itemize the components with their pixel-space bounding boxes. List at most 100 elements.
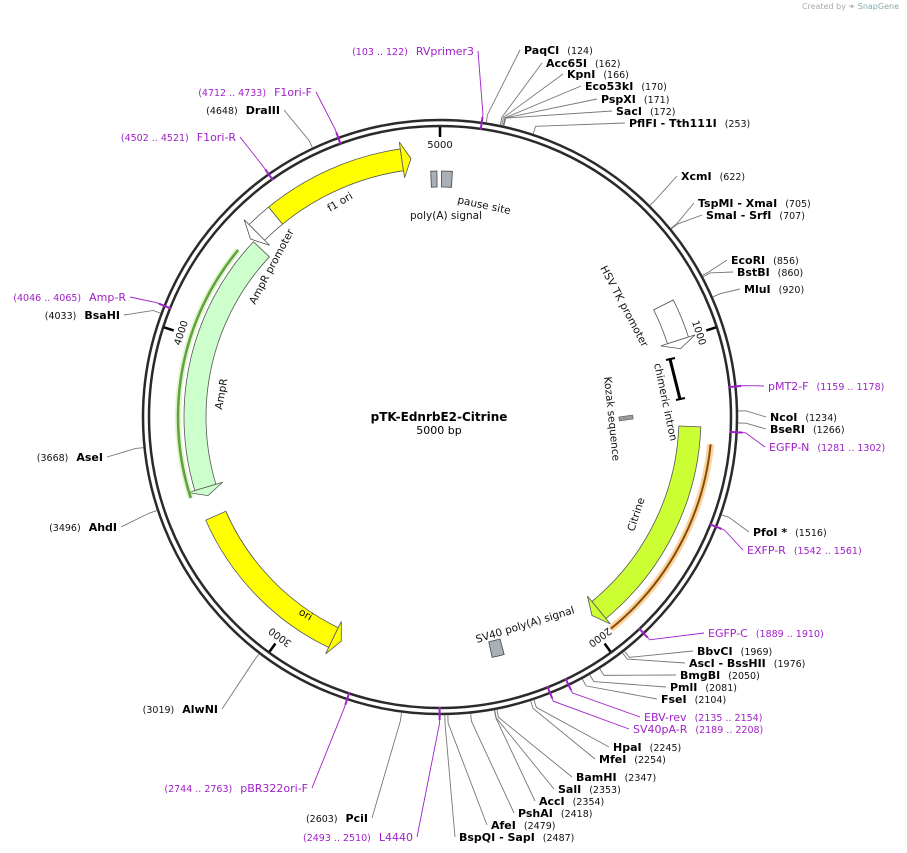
- primer-leader-line: [643, 632, 705, 641]
- enzyme-leader-line: [499, 62, 543, 126]
- enzyme-label: MluI(920): [744, 283, 804, 296]
- primer-label: EBV-rev(2135 .. 2154): [644, 711, 762, 724]
- feature-arrow-head: [325, 621, 342, 655]
- enzyme-leader-line: [533, 699, 610, 748]
- primer-label: (2744 .. 2763)pBR322ori-F: [164, 782, 308, 795]
- feature-label-kozak: Kozak sequence: [601, 376, 622, 462]
- enzyme-leader-line: [670, 202, 695, 229]
- enzyme-position: (171): [644, 95, 670, 106]
- enzyme-label: PfoI *(1516): [753, 526, 827, 539]
- enzyme-name: PspXI: [601, 93, 636, 106]
- enzyme-leader-line: [737, 410, 767, 418]
- feature-arrow-head: [660, 334, 696, 350]
- feature-box: [488, 638, 505, 658]
- site-layer: PaqCI(124)Acc65I(162)KpnI(166)Eco53kI(17…: [13, 44, 885, 844]
- primer-site-mark: [638, 627, 649, 639]
- enzyme-name: PflFI - Tth111I: [629, 117, 717, 130]
- enzyme-name: Acc65I: [546, 57, 587, 70]
- tick-mark: [603, 642, 612, 653]
- primer-position: (4712 .. 4733): [198, 88, 266, 99]
- enzyme-leader-line: [470, 713, 515, 814]
- primer-name: EGFP-N: [769, 441, 809, 454]
- enzyme-leader-line: [670, 214, 703, 230]
- enzyme-leader-line: [599, 668, 677, 676]
- enzyme-leader-line: [120, 510, 158, 528]
- enzyme-name: AlwNI: [182, 703, 218, 716]
- feature-label-polya-signal: poly(A) signal: [410, 210, 482, 222]
- enzyme-label: MfeI(2254): [599, 753, 666, 766]
- primer-label: pMT2-F(1159 .. 1178): [768, 380, 884, 393]
- enzyme-leader-line: [503, 110, 613, 127]
- citrine-orf-line: [610, 444, 712, 630]
- primer-name: pMT2-F: [768, 380, 809, 393]
- enzyme-name: FseI: [661, 693, 687, 706]
- enzyme-label: Acc65I(162): [546, 57, 621, 70]
- enzyme-position: (1976): [774, 659, 806, 670]
- enzyme-position: (2347): [625, 773, 657, 784]
- enzyme-position: (2104): [695, 695, 727, 706]
- enzyme-leader-line: [283, 109, 313, 148]
- enzyme-name: SmaI - SrfI: [706, 209, 771, 222]
- enzyme-name: MluI: [744, 283, 771, 296]
- enzyme-leader-line: [721, 514, 750, 533]
- enzyme-leader-line: [501, 73, 564, 126]
- enzyme-label: FseI (2104): [661, 693, 726, 706]
- primer-position: (1542 .. 1561): [794, 546, 862, 557]
- primer-site-mark: [479, 116, 484, 131]
- primer-name: EXFP-R: [747, 544, 786, 557]
- enzyme-name: HpaI: [613, 741, 642, 754]
- enzyme-position: (1969): [741, 647, 773, 658]
- feature-label-ampr: AmpR: [213, 378, 230, 411]
- enzyme-label: (2603)PciI: [306, 812, 368, 825]
- tick-label: 3000: [267, 625, 294, 649]
- tick-label: 1000: [689, 319, 707, 347]
- feature-arrow-body: [653, 299, 689, 345]
- enzyme-label: BspQI - SapI(2487): [459, 831, 574, 844]
- primer-position: (1889 .. 1910): [756, 629, 824, 640]
- primer-leader-line: [416, 714, 441, 838]
- primer-position: (2493 .. 2510): [303, 833, 371, 844]
- enzyme-name: TspMI - XmaI: [698, 197, 777, 210]
- tick-mark: [268, 642, 277, 653]
- tick-mark: [705, 326, 717, 332]
- enzyme-leader-line: [624, 650, 694, 658]
- primer-leader-line: [315, 91, 339, 138]
- primer-site-mark: [709, 523, 722, 530]
- primer-name: F1ori-R: [197, 131, 237, 144]
- kozak-sequence-mark: [618, 414, 634, 422]
- enzyme-name: BspQI - SapI: [459, 831, 535, 844]
- primer-site-mark: [729, 430, 743, 434]
- enzyme-name: PaqCI: [524, 44, 559, 57]
- enzyme-label: BbvCI(1969): [697, 645, 772, 658]
- enzyme-position: (2081): [705, 683, 737, 694]
- primer-position: (4046 .. 4065): [13, 293, 81, 304]
- primer-name: EBV-rev: [644, 711, 687, 724]
- snapgene-logo-icon: ❧: [848, 2, 856, 11]
- enzyme-leader-line: [444, 714, 456, 838]
- chimeric-intron-cap-bottom: [675, 397, 686, 401]
- enzyme-position: (707): [779, 211, 805, 222]
- enzyme-leader-line: [737, 422, 767, 430]
- primer-site-mark: [564, 678, 572, 691]
- enzyme-label: Eco53kI(170): [585, 80, 667, 93]
- enzyme-leader-line: [581, 678, 658, 700]
- enzyme-position: (2353): [589, 785, 621, 796]
- primer-position: (103 .. 122): [352, 47, 408, 58]
- primer-position: (4502 .. 4521): [121, 133, 189, 144]
- feature-arrow-head: [587, 595, 611, 625]
- enzyme-position: (1234): [805, 413, 837, 424]
- plasmid-size: 5000 bp: [416, 424, 461, 437]
- enzyme-position: (622): [720, 172, 746, 183]
- feature-arrow-body: [183, 241, 270, 492]
- primer-name: Amp-R: [89, 291, 126, 304]
- enzyme-name: SacI: [616, 105, 642, 118]
- enzyme-label: AccI(2354): [539, 795, 604, 808]
- enzyme-position: (3496): [49, 523, 81, 534]
- primer-label: (103 .. 122)RVprimer3: [352, 45, 474, 58]
- enzyme-leader-line: [589, 674, 667, 688]
- enzyme-name: BstBI: [737, 266, 770, 279]
- enzyme-name: PciI: [346, 812, 368, 825]
- primer-name: EGFP-C: [708, 627, 748, 640]
- ampr-orf-glow: [175, 248, 241, 499]
- snapgene-credit: Created by ❧ SnapGene: [802, 2, 899, 11]
